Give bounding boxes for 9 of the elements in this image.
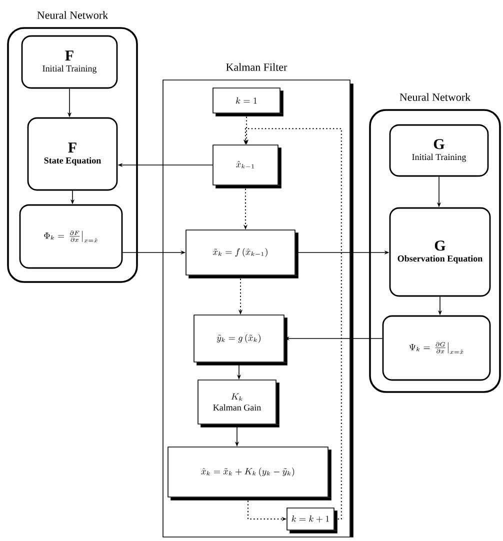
network-box: $\Phi_k = \left.\frac{\partial F}{\partial x}\right|_{x = \hat{x}}$	[19, 204, 123, 269]
network-box: $\Psi_k = \left.\frac{\partial G}{\partial x}\right|_{x = \hat{x}}$	[382, 315, 491, 381]
network-box: G Observation Equation	[389, 207, 491, 297]
heading: Neural Network	[37, 11, 108, 19]
heading: Neural Network	[400, 93, 471, 101]
network-box: F Initial Training	[21, 35, 118, 89]
network-box: G Initial Training	[389, 124, 489, 177]
network-box: F State Equation	[27, 117, 118, 191]
heading: Kalman Filter	[226, 63, 288, 71]
